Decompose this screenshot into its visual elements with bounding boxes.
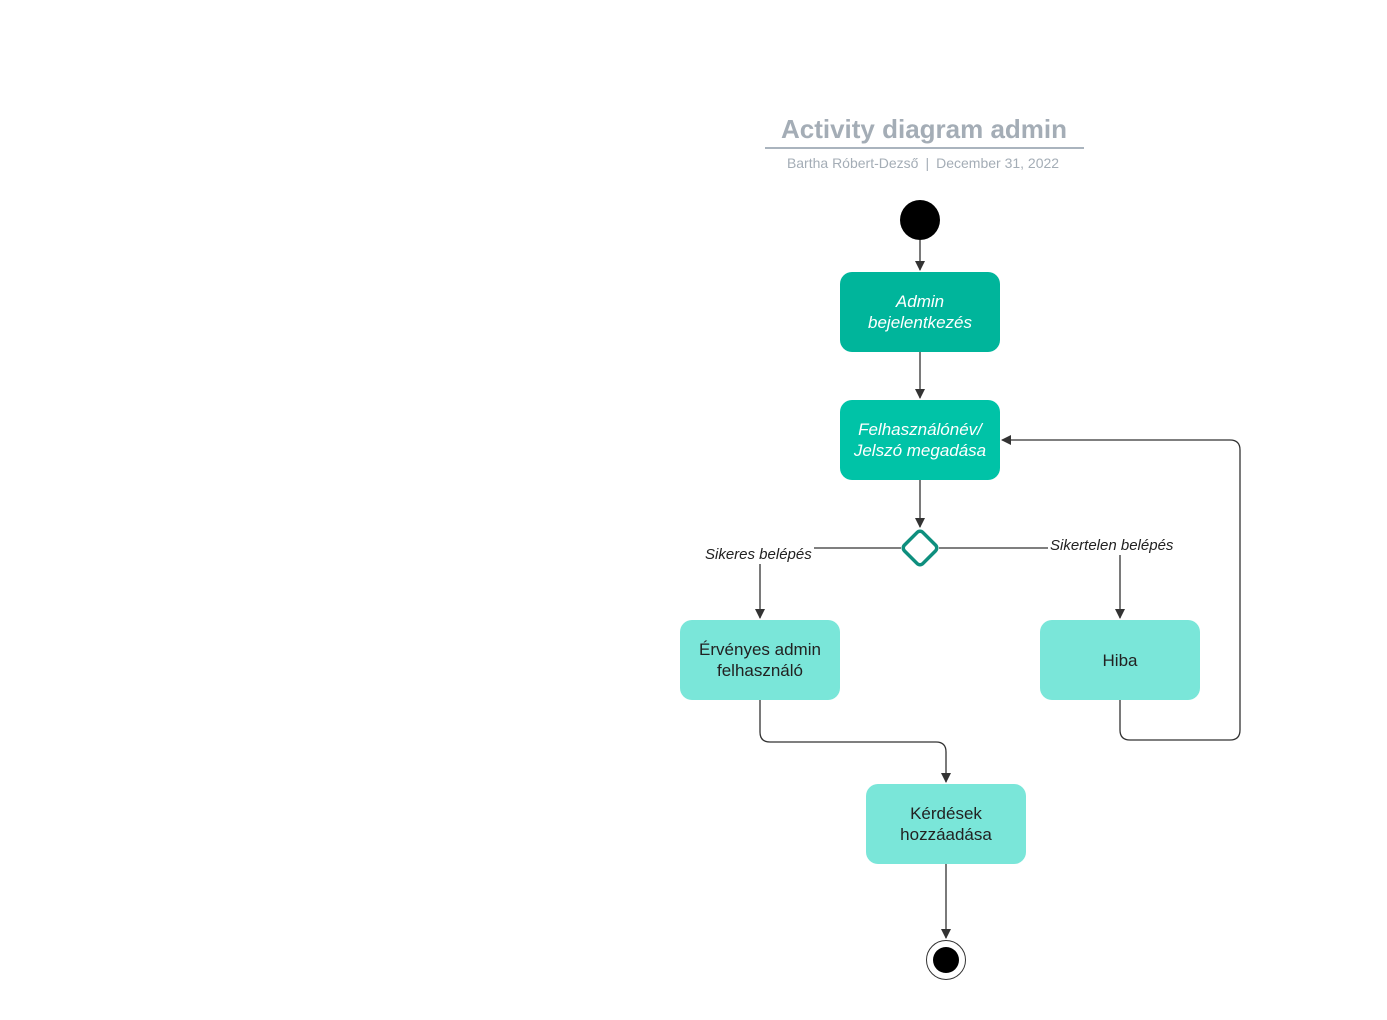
edge-decision-to-error — [939, 547, 1125, 619]
action-valid-admin: Érvényes admin felhasználó — [680, 620, 840, 700]
decision-node — [901, 529, 939, 567]
page-title: Activity diagram admin — [780, 114, 1068, 144]
action-admin-login-label: Admin bejelentkezés — [868, 292, 972, 332]
action-add-questions-label: Kérdések hozzáadása — [900, 804, 992, 844]
action-add-questions: Kérdések hozzáadása — [866, 784, 1026, 864]
guard-failure-label: Sikertelen belépés — [1048, 537, 1176, 555]
date: December 31, 2022 — [936, 155, 1060, 171]
action-valid-admin-label: Érvényes admin felhasználó — [699, 640, 821, 680]
author: Bartha Róbert-Dezső — [786, 155, 919, 171]
start-node — [900, 200, 940, 240]
action-admin-login: Admin bejelentkezés — [840, 272, 1000, 352]
diagram-meta: Bartha Róbert-Dezső | December 31, 2022 — [745, 154, 1101, 172]
action-enter-credentials-label: Felhasználónév/ Jelszó megadása — [853, 420, 987, 460]
meta-separator: | — [925, 155, 930, 171]
edge-valid-to-questions — [759, 700, 951, 783]
action-error: Hiba — [1040, 620, 1200, 700]
end-node-inner — [933, 947, 959, 973]
action-error-label: Hiba — [1102, 650, 1138, 670]
guard-success-label: Sikeres belépés — [703, 546, 814, 564]
action-enter-credentials: Felhasználónév/ Jelszó megadása — [840, 400, 1000, 480]
edge-error-loop-back — [1001, 435, 1241, 741]
title-underline — [765, 147, 1084, 149]
